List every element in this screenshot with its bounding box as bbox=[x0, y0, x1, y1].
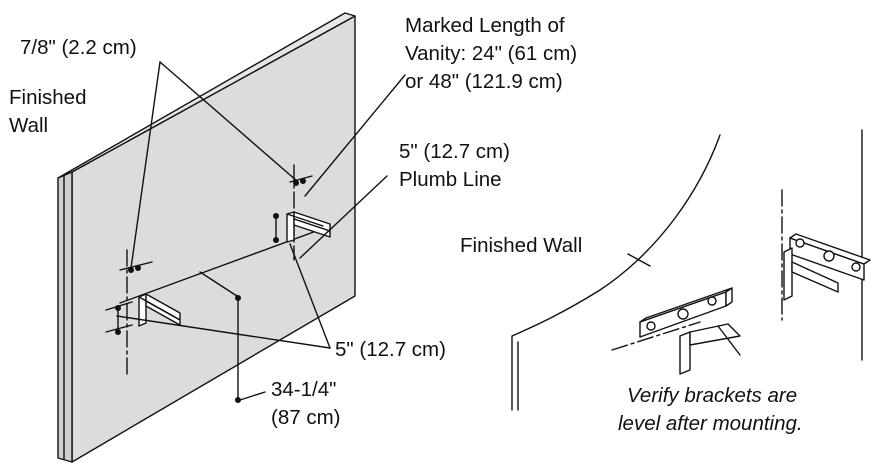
marked-length-label-line3: or 48" (121.9 cm) bbox=[405, 70, 563, 93]
finished-wall-detail-label: Finished Wall bbox=[460, 234, 583, 257]
finished-wall-label-line2: Wall bbox=[9, 114, 49, 137]
spirit-level-horizontal bbox=[639, 287, 733, 338]
spirit-level-vertical bbox=[789, 233, 871, 281]
bracket-detail-upper bbox=[783, 247, 839, 301]
height-label-line1: 34-1/4" bbox=[271, 378, 337, 401]
finished-wall-panel bbox=[57, 12, 356, 463]
level-line bbox=[119, 225, 331, 304]
marked-length-label-line2: Vanity: 24" (61 cm) bbox=[405, 42, 578, 65]
finished-wall-label-line1: Finished bbox=[9, 86, 87, 109]
plumb-offset-label: 5" (12.7 cm) bbox=[399, 140, 510, 163]
verify-note-line2: level after mounting. bbox=[618, 412, 803, 435]
bracket-offset-label: 5" (12.7 cm) bbox=[335, 338, 446, 361]
cutaway-wall-curve bbox=[511, 134, 721, 411]
marked-length-label-line1: Marked Length of bbox=[405, 14, 565, 37]
height-label-line2: (87 cm) bbox=[271, 406, 341, 429]
verify-note-line1: Verify brackets are bbox=[627, 384, 798, 407]
plumb-line-label: Plumb Line bbox=[399, 168, 502, 191]
wall-bracket-upper bbox=[286, 211, 331, 243]
gap-dimension-label: 7/8" (2.2 cm) bbox=[20, 36, 137, 59]
wall-bracket-lower bbox=[138, 293, 181, 327]
leader-lines bbox=[116, 61, 406, 401]
bracket-detail-lower bbox=[679, 323, 741, 375]
height-ref-line bbox=[199, 271, 241, 299]
